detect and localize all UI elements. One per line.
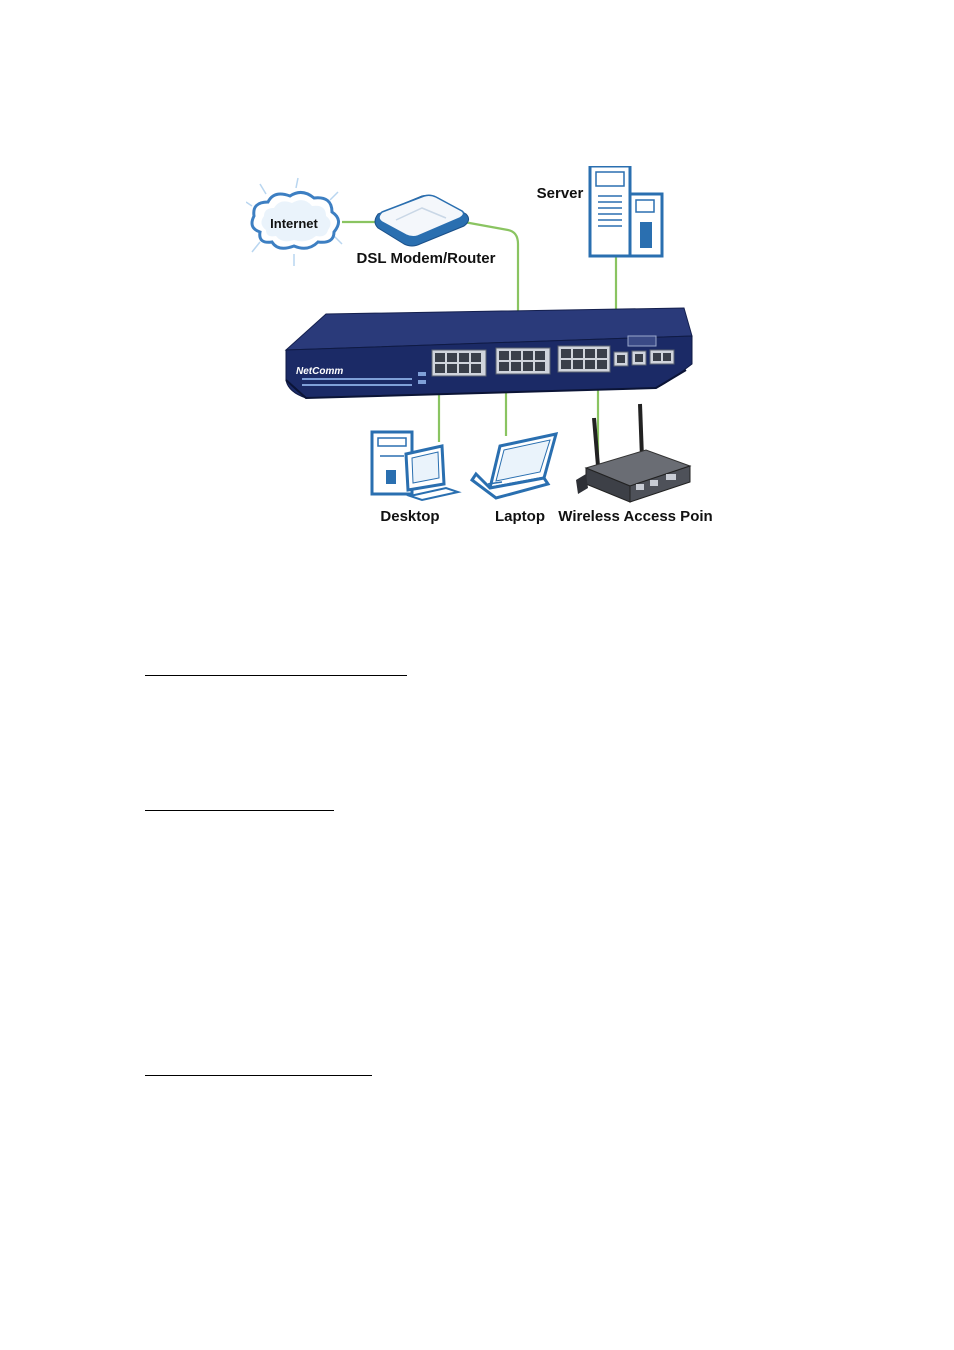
internet-cloud-icon <box>246 177 343 266</box>
section-heading-rule-1 <box>145 675 407 676</box>
link-router-switch <box>463 220 520 362</box>
label-router: DSL Modem/Router <box>357 250 496 267</box>
label-laptop: Laptop <box>495 508 545 525</box>
section-heading-rule-2 <box>145 810 334 811</box>
access-point-icon <box>576 403 692 503</box>
label-access-point: Wireless Access Point <box>558 508 712 525</box>
network-diagram: Internet DSL Modem/Router Server <box>246 166 712 525</box>
port-block-2 <box>495 347 551 375</box>
server-icon <box>588 166 664 258</box>
laptop-icon <box>469 432 559 500</box>
label-internet: Internet <box>270 216 318 231</box>
port-block-3 <box>557 345 611 373</box>
label-server: Server <box>537 185 584 202</box>
switch-port-blocks <box>431 335 675 377</box>
desktop-icon <box>370 430 462 502</box>
port-block-1 <box>431 349 487 377</box>
switch-brand-logo: NetComm <box>296 366 343 377</box>
network-switch <box>284 307 693 400</box>
label-desktop: Desktop <box>380 508 439 525</box>
uplink-ports <box>613 335 675 367</box>
section-heading-rule-3 <box>145 1075 372 1076</box>
router-icon <box>374 194 470 247</box>
